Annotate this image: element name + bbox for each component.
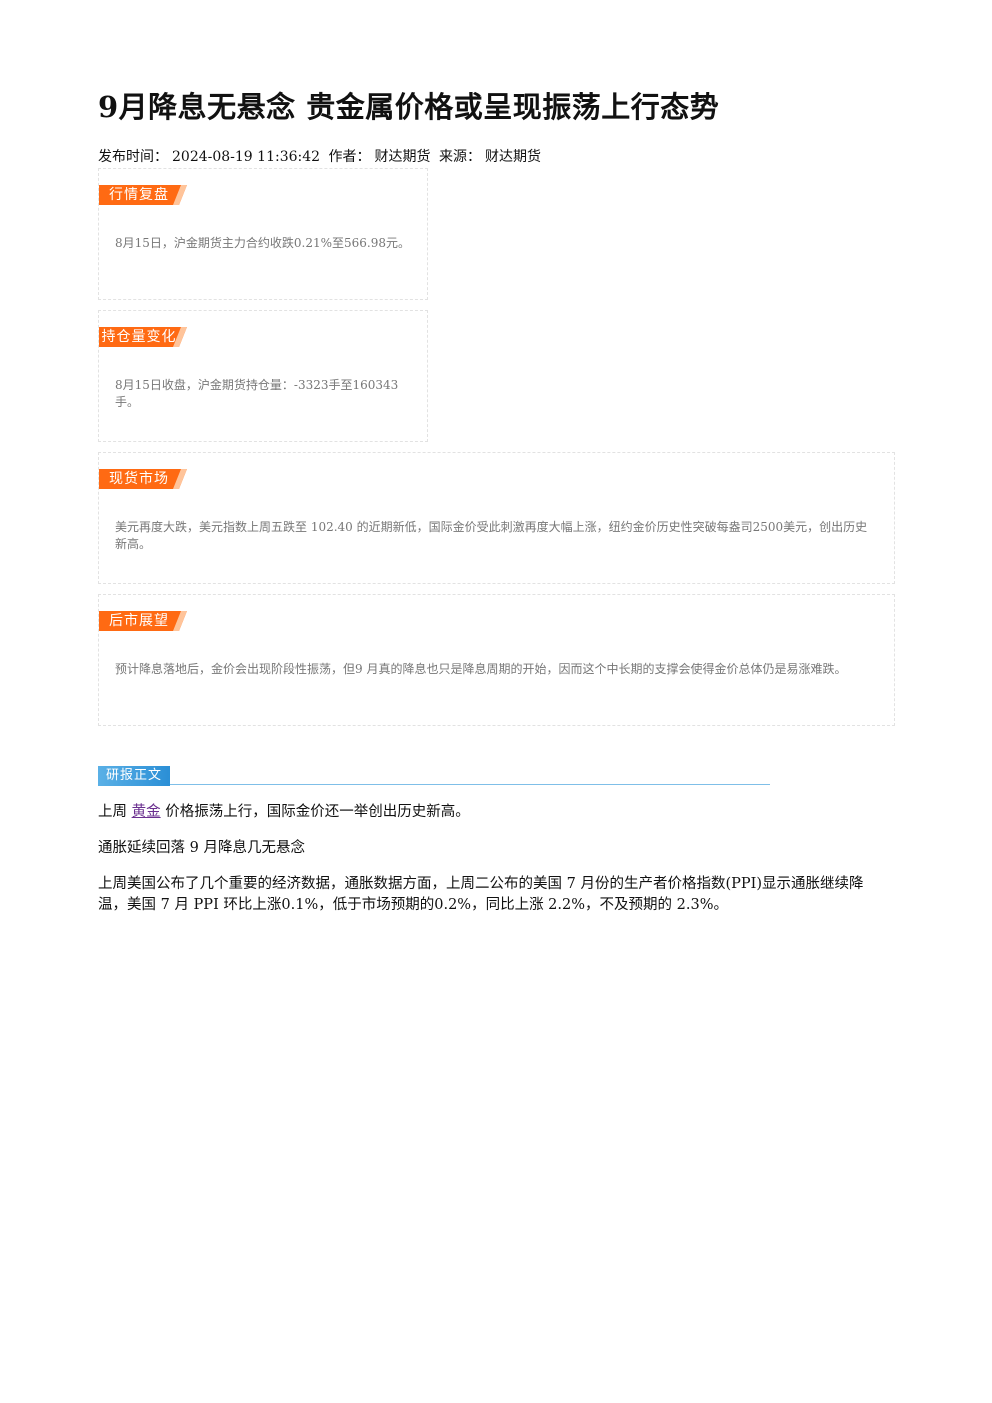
card-body: 8月15日收盘，沪金期货持仓量：-3323手至160343手。 (115, 378, 399, 409)
p1-prefix: 上周 (98, 804, 132, 820)
card-tag-label: 后市展望 (109, 613, 169, 629)
report-paragraph-1: 上周 黄金 价格振荡上行，国际金价还一举创出历史新高。 (98, 802, 890, 823)
publish-time: 2024-08-19 11:36:42 (172, 149, 321, 165)
report-section-header: 研报正文 (98, 766, 770, 788)
tag-ribbon-icon (99, 185, 187, 205)
card-body: 8月15日，沪金期货主力合约收跌0.21%至566.98元。 (115, 236, 411, 250)
card-tag: 后市展望 (99, 611, 187, 631)
card-body: 美元再度大跌，美元指数上周五跌至 102.40 的近期新低，国际金价受此刺激再度… (115, 520, 868, 551)
section-divider (170, 784, 770, 785)
card-outlook: 后市展望 预计降息落地后，金价会出现阶段性振荡，但9 月真的降息也只是降息周期的… (98, 594, 895, 726)
card-open-interest: 持仓量变化 8月15日收盘，沪金期货持仓量：-3323手至160343手。 (98, 310, 428, 442)
tag-ribbon-icon (99, 327, 187, 347)
card-tag-label: 行情复盘 (109, 187, 169, 203)
card-tag-label: 现货市场 (109, 471, 169, 487)
source-label: 来源： (438, 149, 481, 165)
source-name: 财达期货 (484, 149, 541, 165)
card-market-review: 行情复盘 8月15日，沪金期货主力合约收跌0.21%至566.98元。 (98, 168, 428, 300)
card-body: 预计降息落地后，金价会出现阶段性振荡，但9 月真的降息也只是降息周期的开始，因而… (115, 662, 847, 676)
author-name: 财达期货 (374, 149, 431, 165)
section-tag-label: 研报正文 (105, 768, 162, 783)
gold-link[interactable]: 黄金 (131, 804, 161, 820)
report-paragraph-2: 通胀延续回落 9 月降息几无悬念 (98, 840, 305, 856)
report-paragraph-3: 上周美国公布了几个重要的经济数据，通胀数据方面，上周二公布的美国 7 月份的生产… (98, 876, 864, 913)
p1-suffix: 价格振荡上行，国际金价还一举创出历史新高。 (160, 804, 470, 820)
tag-ribbon-icon (99, 469, 187, 489)
publish-label: 发布时间： (98, 149, 168, 165)
card-spot-market: 现货市场 美元再度大跌，美元指数上周五跌至 102.40 的近期新低，国际金价受… (98, 452, 895, 584)
tag-ribbon-icon (99, 611, 187, 631)
card-tag: 行情复盘 (99, 185, 187, 205)
card-tag-label: 持仓量变化 (101, 329, 177, 345)
author-label: 作者： (328, 149, 371, 165)
article-title: 9月降息无悬念 贵金属价格或呈现振荡上行态势 (98, 90, 720, 124)
article-meta: 发布时间：2024-08-19 11:36:42 作者：财达期货 来源：财达期货 (98, 146, 541, 168)
card-tag: 现货市场 (99, 469, 187, 489)
section-tag: 研报正文 (98, 766, 170, 786)
card-tag: 持仓量变化 (99, 327, 187, 347)
